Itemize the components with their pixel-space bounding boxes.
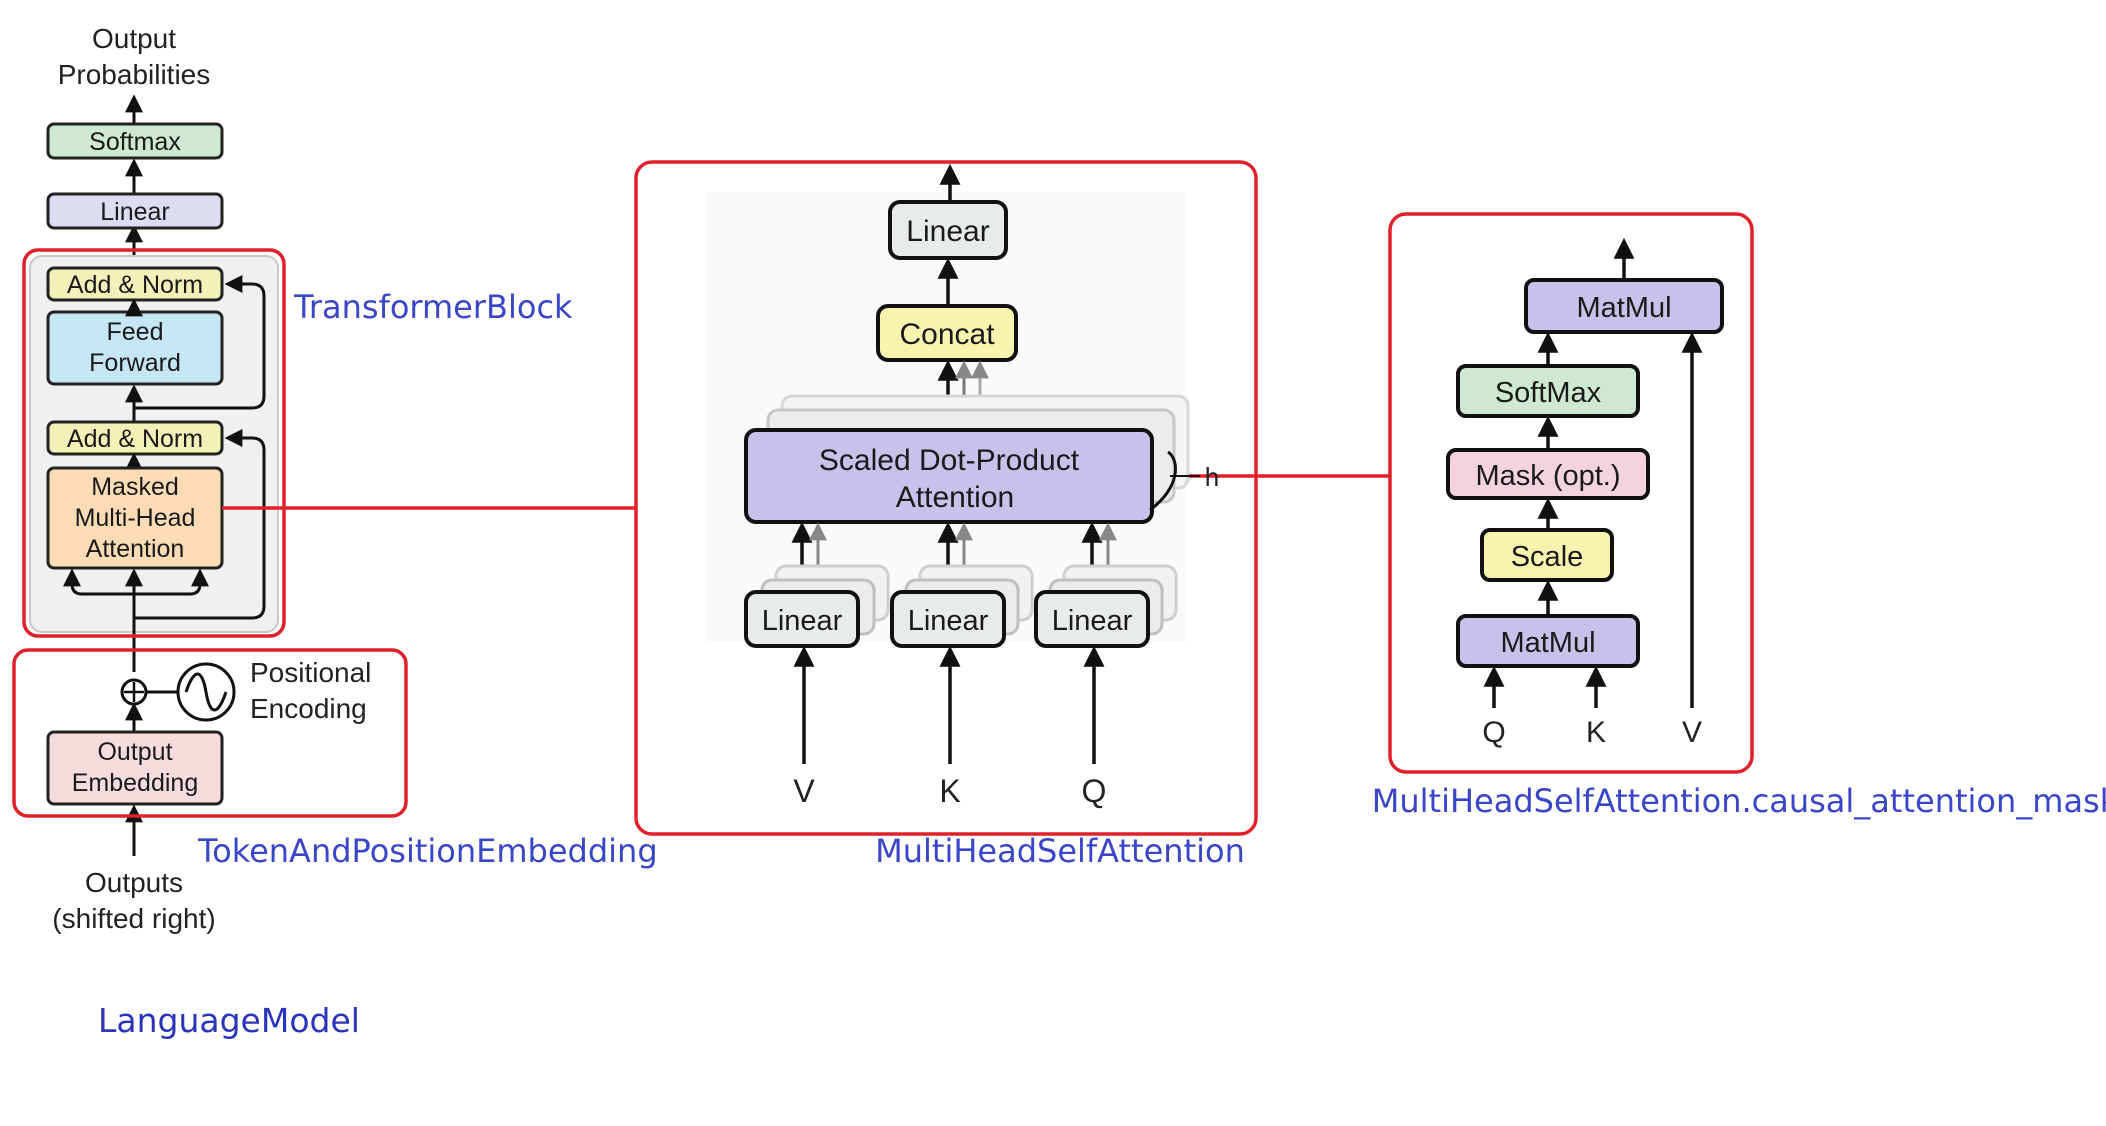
outputs-line1: Outputs — [85, 867, 183, 898]
scale-block: Scale — [1480, 528, 1614, 582]
matmul-bottom-block: MatMul — [1456, 614, 1640, 668]
output-embedding-line2: Embedding — [72, 769, 198, 797]
detail-softmax-block: SoftMax — [1456, 364, 1640, 418]
residual-mha-arrow — [134, 429, 266, 620]
masked-mha-line1: Masked — [91, 473, 179, 501]
transformer-block-highlight — [22, 248, 286, 638]
linear-q-block: Linear — [1034, 590, 1150, 648]
mhsa-linear-top-label: Linear — [906, 215, 989, 248]
output-embedding-line1: Output — [97, 738, 172, 766]
mhsa-linear-top-block: Linear — [888, 200, 1008, 260]
feed-forward-line2: Forward — [89, 349, 181, 377]
token-position-embedding-highlight — [12, 648, 408, 818]
output-probabilities-line1: Output — [92, 23, 176, 54]
token-position-embedding-label: TokenAndPositionEmbedding — [197, 832, 658, 870]
mhsa-panel: Linear Concat Scaled Dot-Product Attenti… — [706, 163, 1219, 809]
add-norm-bottom-block: Add & Norm — [46, 420, 224, 456]
masked-mha-line2: Multi-Head — [75, 504, 196, 532]
output-embedding-block: Output Embedding — [46, 730, 224, 806]
softmax-label: Softmax — [89, 128, 181, 156]
mask-block: Mask (opt.) — [1446, 448, 1650, 500]
input-k-label: K — [939, 773, 960, 809]
add-norm-top-label: Add & Norm — [67, 271, 203, 299]
output-probabilities-line2: Probabilities — [58, 59, 211, 90]
linear-v-block: Linear — [744, 590, 860, 648]
mhsa-label: MultiHeadSelfAttention — [875, 832, 1245, 870]
scale-label: Scale — [1511, 541, 1584, 573]
heads-symbol: h — [1205, 462, 1219, 492]
sdpa-line1: Scaled Dot-Product — [819, 444, 1080, 477]
input-v-label: V — [793, 773, 815, 809]
linear-q-label: Linear — [1052, 605, 1133, 637]
mask-label: Mask (opt.) — [1475, 460, 1620, 492]
concat-label: Concat — [899, 318, 995, 351]
detail-input-k: K — [1586, 716, 1606, 749]
sdpa-detail-panel: MatMul SoftMax Mask (opt.) Scale MatMul … — [1446, 237, 1724, 749]
decoder-linear-label: Linear — [100, 198, 170, 226]
mhsa-highlight — [634, 160, 1258, 836]
linear-v-label: Linear — [762, 605, 843, 637]
branch-left-arrow — [63, 568, 134, 596]
language-model-label: LanguageModel — [98, 1001, 360, 1040]
concat-block: Concat — [876, 304, 1018, 362]
causal-mask-label: MultiHeadSelfAttention.causal_attention_… — [1372, 782, 2106, 820]
decoder-linear-block: Linear — [46, 192, 224, 230]
transformer-block-label: TransformerBlock — [293, 288, 573, 326]
detail-softmax-label: SoftMax — [1495, 377, 1602, 409]
matmul-top-block: MatMul — [1524, 278, 1724, 334]
matmul-top-label: MatMul — [1576, 292, 1671, 324]
positional-encoding-line1: Positional — [250, 657, 371, 688]
add-norm-bottom-label: Add & Norm — [67, 425, 203, 453]
masked-mha-block: Masked Multi-Head Attention — [46, 466, 224, 570]
causal-mask-highlight — [1388, 212, 1754, 774]
positional-encoding-line2: Encoding — [250, 693, 367, 724]
input-q-label: Q — [1082, 773, 1107, 809]
detail-input-v: V — [1682, 716, 1702, 749]
add-norm-top-block: Add & Norm — [46, 266, 224, 302]
outputs-line2: (shifted right) — [52, 903, 215, 934]
linear-k-label: Linear — [908, 605, 989, 637]
feed-forward-line1: Feed — [107, 318, 164, 346]
sdpa-block: Scaled Dot-Product Attention — [744, 428, 1154, 524]
detail-input-q: Q — [1482, 716, 1505, 749]
linear-k-block: Linear — [890, 590, 1006, 648]
sdpa-line2: Attention — [896, 481, 1014, 514]
masked-mha-line3: Attention — [86, 535, 185, 563]
feed-forward-block: Feed Forward — [46, 310, 224, 386]
branch-right-arrow — [134, 568, 209, 596]
residual-ff-arrow — [134, 275, 266, 410]
matmul-bottom-label: MatMul — [1500, 627, 1595, 659]
decoder-stack: Output Probabilities Softmax Linear Add … — [29, 23, 371, 934]
softmax-block: Softmax — [46, 122, 224, 160]
